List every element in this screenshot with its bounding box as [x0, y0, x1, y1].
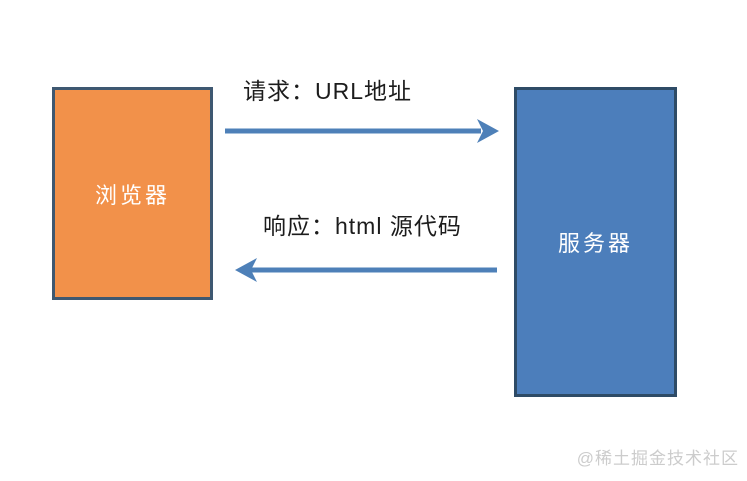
response-arrow-icon — [235, 258, 497, 282]
server-box-label: 服务器 — [557, 231, 633, 256]
response-label: 响应：html 源代码 — [263, 213, 462, 239]
request-arrow-icon — [225, 119, 499, 143]
request-label: 请求：URL地址 — [243, 78, 413, 104]
browser-box-label: 浏览器 — [94, 182, 170, 208]
watermark: @稀土掘金技术社区 — [576, 449, 739, 468]
server-box: 服务器 — [514, 87, 677, 397]
browser-box: 浏览器 — [52, 87, 213, 300]
